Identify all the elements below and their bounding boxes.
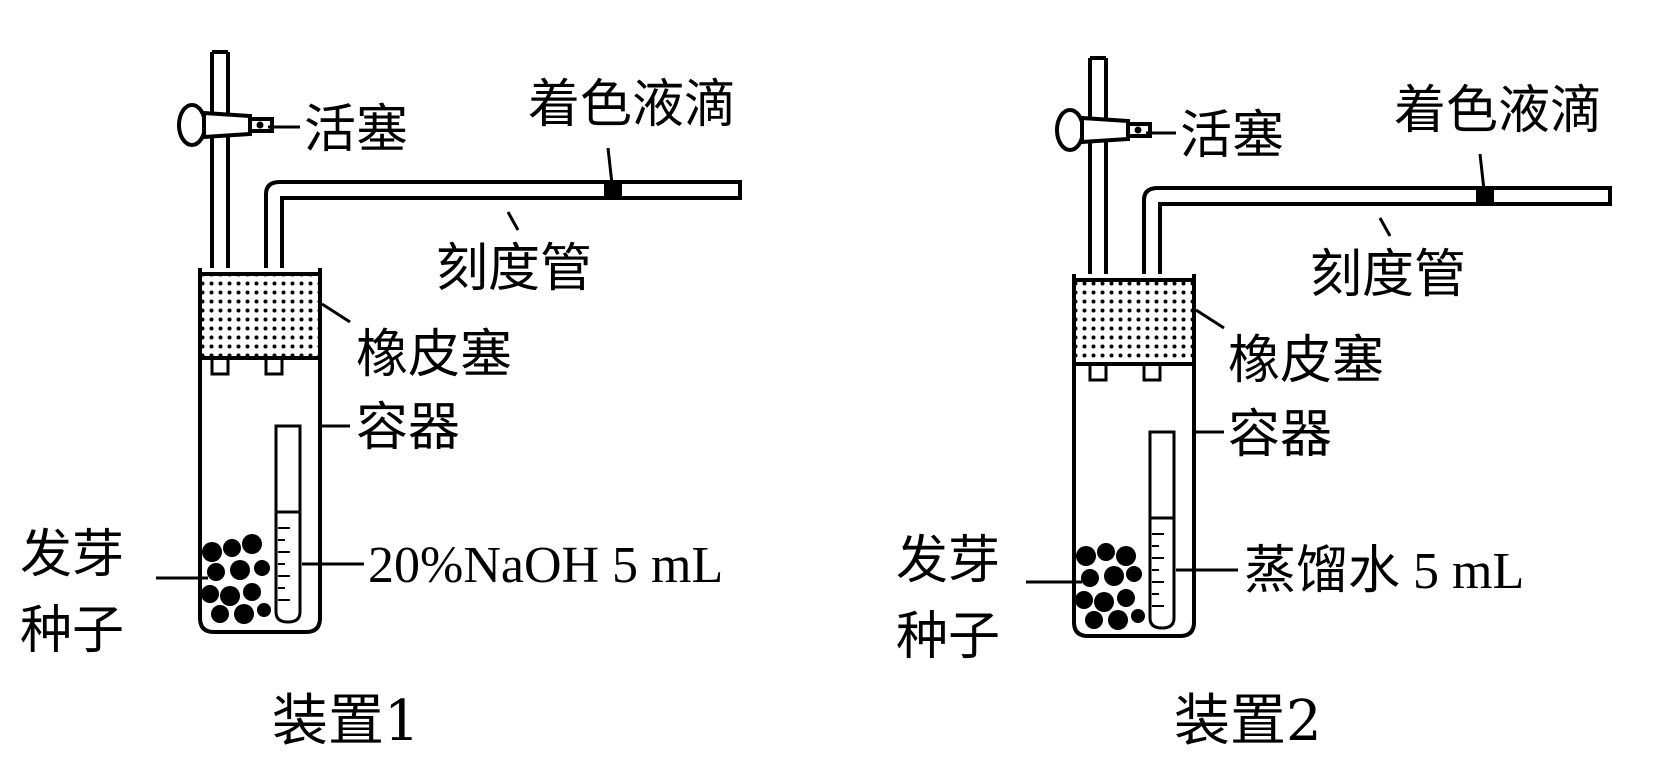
- leader-lines: [156, 125, 614, 580]
- leader-lines: [1026, 131, 1486, 584]
- label-stopcock: 活塞: [1180, 106, 1284, 166]
- label-seeds-line1: 发芽: [896, 531, 1000, 591]
- graduated-tube: [264, 180, 742, 268]
- label-small-tube-contents: 20%NaOH 5 mL: [368, 537, 723, 594]
- container: [1072, 274, 1196, 638]
- stopcock-valve: [177, 103, 274, 147]
- label-seeds-line2: 种子: [20, 601, 124, 661]
- colored-drop: [1476, 190, 1494, 202]
- small-tube: [1148, 430, 1176, 630]
- label-rubber-stopper: 橡皮塞: [1228, 331, 1384, 391]
- rubber-stopper: [1072, 278, 1196, 366]
- caption-apparatus-1: 装置1: [272, 689, 420, 754]
- label-rubber-stopper: 橡皮塞: [356, 325, 512, 385]
- label-container: 容器: [356, 398, 460, 458]
- container: [198, 268, 322, 634]
- label-graduated-tube: 刻度管: [1310, 245, 1466, 305]
- apparatus-1: 活塞 着色液滴 刻度管 橡皮塞 容器 发芽 种子 20%NaOH 5 mL 装置…: [20, 50, 742, 754]
- label-small-tube-contents: 蒸馏水 5 mL: [1244, 543, 1524, 600]
- label-stopcock: 活塞: [304, 100, 408, 160]
- apparatus-2: 活塞 着色液滴 刻度管 橡皮塞 容器 发芽 种子 蒸馏水 5 mL 装置2: [896, 56, 1612, 754]
- caption-apparatus-2: 装置2: [1174, 689, 1322, 754]
- graduated-tube: [1142, 186, 1612, 274]
- stopcock-valve: [1055, 108, 1152, 152]
- label-seeds-line1: 发芽: [20, 525, 124, 585]
- colored-drop: [604, 184, 622, 196]
- label-graduated-tube: 刻度管: [436, 239, 592, 299]
- rubber-stopper: [198, 272, 322, 360]
- label-seeds-line2: 种子: [896, 607, 1000, 667]
- label-colored-drop: 着色液滴: [1394, 81, 1602, 141]
- stopcock-tube: [210, 50, 230, 268]
- label-container: 容器: [1228, 405, 1332, 465]
- germinating-seeds: [201, 534, 271, 624]
- germinating-seeds: [1075, 543, 1145, 630]
- label-colored-drop: 着色液滴: [528, 75, 736, 135]
- small-tube: [274, 424, 302, 624]
- stopcock-tube: [1088, 56, 1108, 274]
